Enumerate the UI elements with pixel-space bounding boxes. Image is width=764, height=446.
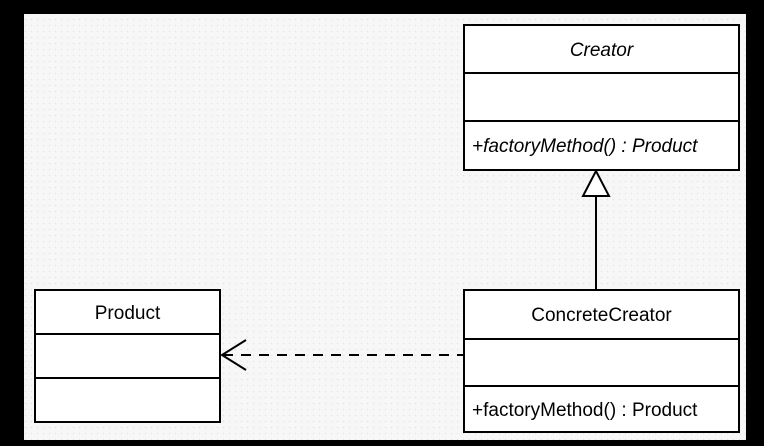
product-box <box>34 289 221 423</box>
product-class-name: Product <box>95 303 161 324</box>
generalization-relationship[interactable] <box>581 168 611 290</box>
creator-box <box>463 24 740 171</box>
class-product[interactable]: Product <box>34 289 221 423</box>
open-arrowhead <box>220 339 247 371</box>
creator-factory-method: +factoryMethod() : Product <box>472 136 698 157</box>
class-creator[interactable]: Creator +factoryMethod() : Product <box>463 24 740 171</box>
dependency-relationship[interactable] <box>220 339 464 371</box>
concrete-creator-factory-method: +factoryMethod() : Product <box>472 400 698 421</box>
class-concrete-creator[interactable]: ConcreteCreator +factoryMethod() : Produ… <box>463 289 740 433</box>
creator-class-name: Creator <box>570 40 634 61</box>
hollow-triangle-arrowhead <box>581 168 611 197</box>
concrete-creator-box <box>463 289 740 433</box>
concrete-creator-class-name: ConcreteCreator <box>531 305 672 326</box>
